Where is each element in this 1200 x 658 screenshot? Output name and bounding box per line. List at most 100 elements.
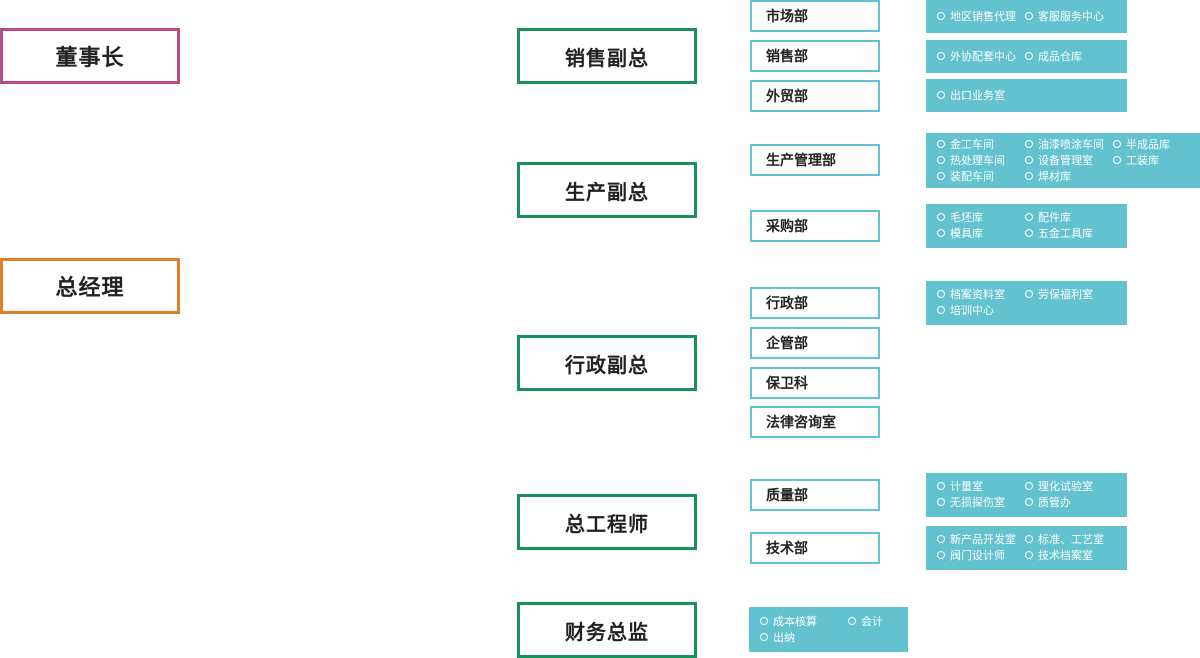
unit-item: 装配车间	[937, 170, 1025, 184]
ring-bullet-icon	[1025, 290, 1033, 298]
vp-label: 行政副总	[565, 352, 649, 377]
units-box-administration: 档案资料室 劳保福利室 培训中心	[926, 281, 1127, 325]
unit-item: 档案资料室	[937, 288, 1025, 302]
unit-item: 成本核算	[760, 615, 848, 629]
dept-node-production-mgmt: 生产管理部	[750, 144, 880, 176]
vp-label: 总工程师	[565, 511, 649, 536]
units-box-technology: 新产品开发室 标准、工艺室 阀门设计师 技术档案室	[926, 526, 1127, 570]
ring-bullet-icon	[937, 213, 945, 221]
ring-bullet-icon	[937, 51, 945, 60]
vp-production-node: 生产副总	[517, 162, 697, 218]
vp-label: 生产副总	[565, 179, 649, 204]
unit-item: 设备管理室	[1025, 154, 1113, 168]
units-box-sales: 外协配套中心 成品仓库	[926, 40, 1127, 73]
dept-label: 生产管理部	[766, 153, 836, 169]
unit-item: 计量室	[937, 480, 1025, 494]
unit-item: 工装库	[1113, 154, 1200, 168]
ring-bullet-icon	[1025, 155, 1033, 164]
cfo-node: 财务总监	[517, 602, 697, 658]
unit-item: 技术档案室	[1025, 549, 1113, 563]
dept-label: 企管部	[766, 336, 808, 352]
dept-label: 质量部	[766, 488, 808, 504]
ring-bullet-icon	[937, 171, 945, 180]
unit-item: 会计	[848, 615, 936, 629]
unit-item: 劳保福利室	[1025, 288, 1113, 302]
unit-item: 质管办	[1025, 496, 1113, 510]
unit-item: 标准、工艺室	[1025, 533, 1113, 547]
unit-item: 成品仓库	[1025, 50, 1113, 64]
unit-item: 五金工具库	[1025, 227, 1113, 241]
ring-bullet-icon	[1025, 51, 1033, 60]
chief-engineer-node: 总工程师	[517, 494, 697, 550]
dept-label: 技术部	[766, 541, 808, 557]
ring-bullet-icon	[760, 616, 768, 625]
dept-label: 销售部	[766, 49, 808, 65]
unit-item: 配件库	[1025, 211, 1113, 225]
dept-node-quality: 质量部	[750, 479, 880, 511]
dept-label: 行政部	[766, 296, 808, 312]
units-box-production: 金工车间 油漆喷涂车间 半成品库 热处理车间 设备管理室 工装库 装配车间 焊材…	[926, 133, 1200, 188]
units-box-quality: 计量室 理化试验室 无损探伤室 质管办	[926, 473, 1127, 517]
ring-bullet-icon	[937, 11, 945, 20]
ring-bullet-icon	[937, 551, 945, 559]
vp-sales-node: 销售副总	[517, 28, 697, 84]
ring-bullet-icon	[1025, 551, 1033, 559]
dept-label: 保卫科	[766, 376, 808, 392]
ring-bullet-icon	[1025, 171, 1033, 180]
dept-node-sales: 销售部	[750, 40, 880, 72]
dept-node-security: 保卫科	[750, 367, 880, 399]
ring-bullet-icon	[937, 498, 945, 506]
unit-item: 外协配套中心	[937, 50, 1025, 64]
unit-item: 焊材库	[1025, 170, 1113, 184]
ring-bullet-icon	[1025, 229, 1033, 237]
unit-item: 阀门设计师	[937, 549, 1025, 563]
ring-bullet-icon	[848, 616, 856, 625]
unit-item: 热处理车间	[937, 154, 1025, 168]
vp-label: 财务总监	[565, 619, 649, 644]
unit-item: 毛坯库	[937, 211, 1025, 225]
ring-bullet-icon	[937, 155, 945, 164]
ring-bullet-icon	[937, 90, 945, 99]
vp-label: 销售副总	[565, 45, 649, 70]
ring-bullet-icon	[937, 290, 945, 298]
units-box-foreign-trade: 出口业务室	[926, 79, 1127, 112]
units-box-finance: 成本核算 会计 出纳	[749, 607, 908, 652]
unit-item: 无损探伤室	[937, 496, 1025, 510]
dept-node-technology: 技术部	[750, 532, 880, 564]
dept-node-legal: 法律咨询室	[750, 406, 880, 438]
chairman-node: 董事长	[0, 28, 180, 84]
dept-node-administration: 行政部	[750, 287, 880, 319]
ring-bullet-icon	[937, 139, 945, 148]
dept-node-foreign-trade: 外贸部	[750, 80, 880, 112]
units-box-market: 地区销售代理 客服服务中心	[926, 0, 1127, 33]
unit-item: 理化试验室	[1025, 480, 1113, 494]
ring-bullet-icon	[937, 535, 945, 543]
dept-node-purchasing: 采购部	[750, 210, 880, 242]
ring-bullet-icon	[1025, 139, 1033, 148]
ring-bullet-icon	[1113, 155, 1121, 164]
unit-item: 半成品库	[1113, 138, 1200, 152]
dept-node-enterprise-mgmt: 企管部	[750, 327, 880, 359]
chairman-label: 董事长	[55, 46, 125, 71]
dept-label: 法律咨询室	[766, 415, 836, 431]
unit-item: 客服服务中心	[1025, 10, 1113, 24]
unit-item: 培训中心	[937, 304, 1025, 318]
ring-bullet-icon	[1025, 11, 1033, 20]
unit-item: 地区销售代理	[937, 10, 1025, 24]
unit-item: 模具库	[937, 227, 1025, 241]
ring-bullet-icon	[937, 306, 945, 314]
unit-item: 新产品开发室	[937, 533, 1025, 547]
ring-bullet-icon	[1025, 535, 1033, 543]
ring-bullet-icon	[1025, 213, 1033, 221]
units-box-purchasing: 毛坯库 配件库 模具库 五金工具库	[926, 204, 1127, 248]
vp-administration-node: 行政副总	[517, 335, 697, 391]
unit-item: 出口业务室	[937, 89, 1025, 103]
dept-label: 市场部	[766, 9, 808, 25]
ring-bullet-icon	[937, 229, 945, 237]
ring-bullet-icon	[760, 632, 768, 641]
ring-bullet-icon	[1113, 139, 1121, 148]
general-manager-node: 总经理	[0, 258, 180, 314]
dept-label: 外贸部	[766, 89, 808, 105]
general-manager-label: 总经理	[55, 276, 125, 301]
unit-item: 出纳	[760, 631, 848, 645]
